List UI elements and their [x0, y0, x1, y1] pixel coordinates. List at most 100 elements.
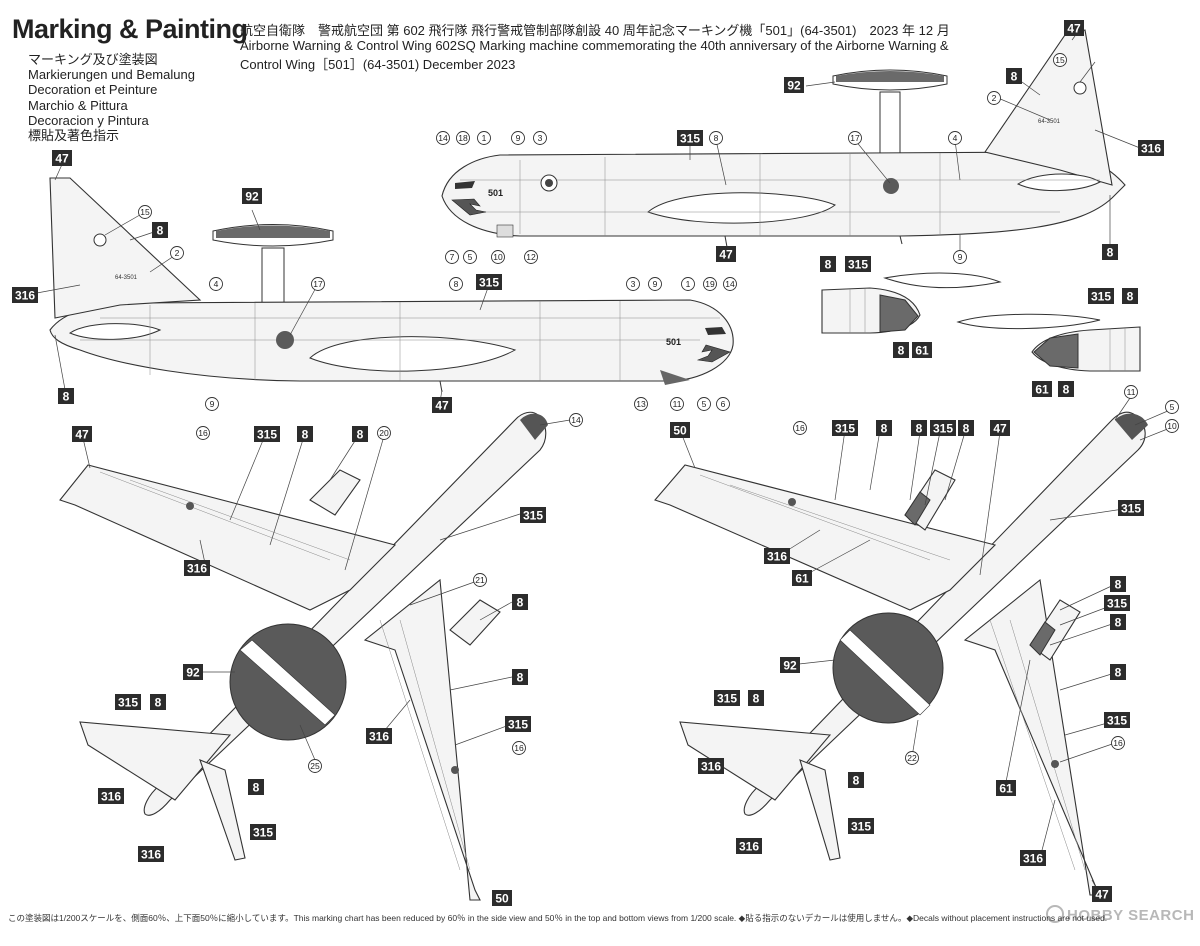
svg-text:315: 315	[1107, 714, 1127, 728]
svg-text:315: 315	[508, 718, 528, 732]
callout-316: 316	[366, 728, 392, 744]
callout-61: 61	[912, 342, 932, 358]
callout-8: 8	[820, 256, 836, 272]
callout-316: 316	[138, 846, 164, 862]
decal-3: 3	[626, 277, 640, 291]
callout-47: 47	[52, 150, 72, 166]
callout-8: 8	[876, 420, 892, 436]
serial-side-left: 64-3501	[115, 275, 138, 281]
decal-9: 9	[511, 131, 525, 145]
svg-text:5: 5	[1170, 402, 1175, 412]
svg-text:316: 316	[141, 848, 161, 862]
callout-8: 8	[150, 694, 166, 710]
svg-text:15: 15	[1055, 55, 1065, 65]
code-501-side-right: 501	[488, 188, 503, 198]
callout-316: 316	[764, 548, 790, 564]
svg-text:315: 315	[835, 422, 855, 436]
svg-text:11: 11	[1127, 387, 1136, 397]
svg-text:14: 14	[725, 279, 735, 289]
wing-top-right	[363, 578, 481, 901]
page-title: Marking & Painting	[12, 14, 248, 44]
svg-text:8: 8	[1115, 666, 1122, 680]
callout-315: 315	[476, 274, 502, 290]
svg-text:8: 8	[157, 224, 164, 238]
callout-8: 8	[248, 779, 264, 795]
svg-text:315: 315	[680, 132, 700, 146]
svg-text:6: 6	[721, 399, 726, 409]
svg-text:2: 2	[992, 93, 997, 103]
svg-text:2: 2	[175, 248, 180, 258]
svg-text:315: 315	[479, 276, 499, 290]
callout-92: 92	[784, 77, 804, 93]
callout-8: 8	[893, 342, 909, 358]
callout-315: 315	[1118, 500, 1144, 516]
tail-side-right	[984, 29, 1113, 186]
svg-text:9: 9	[958, 252, 963, 262]
svg-text:8: 8	[454, 279, 459, 289]
callout-316: 316	[184, 560, 210, 576]
decal-13: 13	[634, 397, 648, 411]
svg-text:316: 316	[187, 562, 207, 576]
decal-22: 22	[905, 751, 919, 765]
callout-47: 47	[432, 397, 452, 413]
svg-text:3: 3	[631, 279, 636, 289]
decal-6: 6	[716, 397, 730, 411]
callout-8: 8	[152, 222, 168, 238]
svg-text:9: 9	[210, 399, 215, 409]
top-view	[59, 411, 548, 901]
svg-text:315: 315	[253, 826, 273, 840]
fuselage-side-right	[441, 151, 1126, 237]
title-fr: Decoration et Peinture	[28, 82, 158, 98]
svg-text:61: 61	[999, 782, 1013, 796]
decal-15: 15	[138, 205, 152, 219]
title-it: Marchio & Pittura	[28, 97, 128, 113]
svg-text:8: 8	[825, 258, 832, 272]
decal-callouts: 15 2 14 18 1 9 3 8 17 4 7 5 10 12 9 15 2…	[138, 53, 1179, 773]
callout-315: 315	[250, 824, 276, 840]
svg-text:315: 315	[848, 258, 868, 272]
svg-text:315: 315	[1091, 290, 1111, 304]
callout-61: 61	[1032, 381, 1052, 397]
callout-8: 8	[58, 388, 74, 404]
title-translations: マーキング及び塗装図 Markierungen und Bemalung Dec…	[28, 52, 195, 143]
wing-bottom-right	[963, 578, 1101, 896]
decal-12: 12	[524, 250, 538, 264]
svg-text:8: 8	[302, 428, 309, 442]
svg-text:12: 12	[526, 252, 536, 262]
bottom-view	[654, 411, 1148, 896]
callout-47: 47	[716, 246, 736, 262]
svg-text:92: 92	[787, 79, 801, 93]
svg-text:8: 8	[1011, 70, 1018, 84]
callout-8: 8	[512, 669, 528, 685]
callout-315: 315	[677, 130, 703, 146]
callout-47: 47	[1092, 886, 1112, 902]
svg-text:8: 8	[963, 422, 970, 436]
svg-text:8: 8	[853, 774, 860, 788]
svg-text:11: 11	[673, 399, 682, 409]
svg-text:8: 8	[881, 422, 888, 436]
callout-315: 315	[254, 426, 280, 442]
decal-17: 17	[848, 131, 862, 145]
callout-8: 8	[1006, 68, 1022, 84]
svg-text:316: 316	[1141, 142, 1161, 156]
decal-14: 14	[569, 413, 583, 427]
svg-text:8: 8	[898, 344, 905, 358]
watermark-text: HOBBY SEARCH	[1067, 907, 1195, 924]
callout-92: 92	[242, 188, 262, 204]
callout-315: 315	[505, 716, 531, 732]
wing-bottom-left	[654, 464, 997, 611]
decal-16: 16	[196, 426, 210, 440]
decal-18: 18	[456, 131, 470, 145]
callout-315: 315	[845, 256, 871, 272]
paint-callouts: 47 8 316 92 315 47 8 8 315 8 61 315 8 61…	[12, 20, 1164, 906]
svg-text:316: 316	[739, 840, 759, 854]
callout-315: 315	[115, 694, 141, 710]
callout-315: 315	[1088, 288, 1114, 304]
callout-8: 8	[1122, 288, 1138, 304]
svg-text:315: 315	[933, 422, 953, 436]
svg-text:315: 315	[118, 696, 138, 710]
svg-text:14: 14	[438, 133, 448, 143]
decal-10: 10	[1165, 419, 1179, 433]
callout-8: 8	[1058, 381, 1074, 397]
